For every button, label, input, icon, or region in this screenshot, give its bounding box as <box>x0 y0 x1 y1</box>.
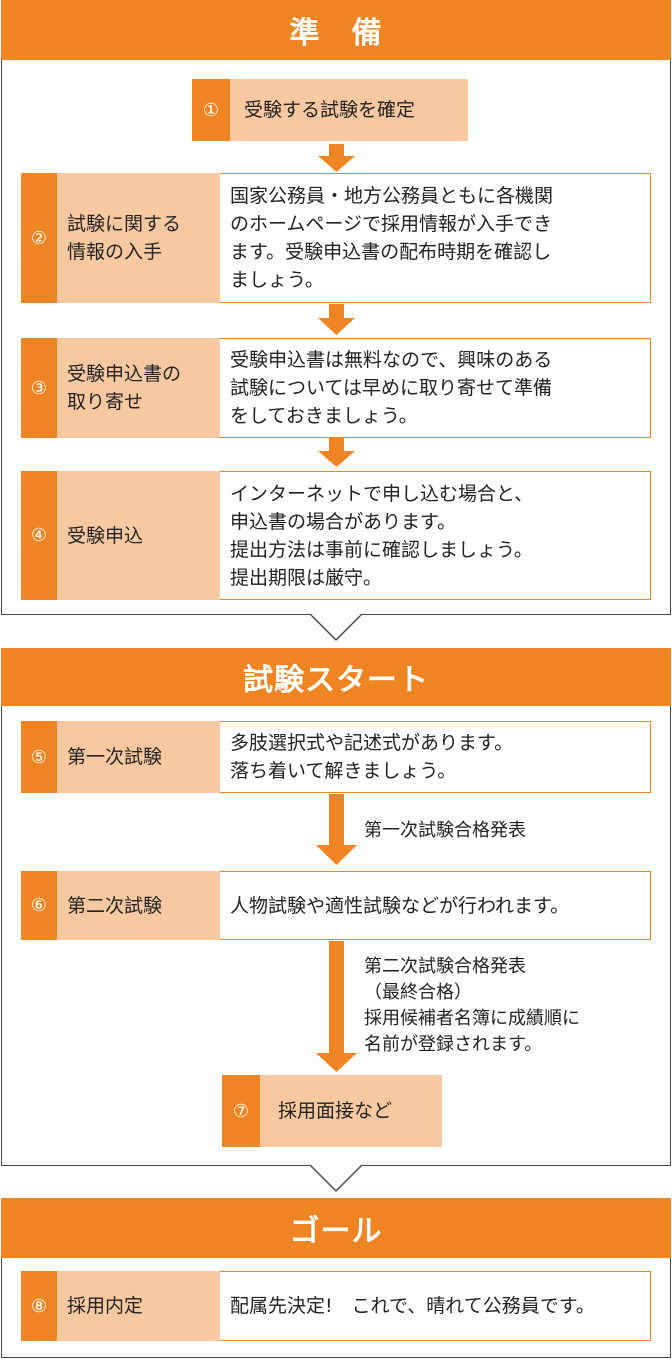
note-second-exam-result: 第二次試験合格発表 （最終合格） 採用候補者名簿に成績順に 名前が登録されます。 <box>364 956 580 1055</box>
step-2-description: 国家公務員・地方公務員ともに各機関 のホームページで採用情報が入手でき ます。受… <box>220 174 650 302</box>
step-4-description: インターネットで申し込む場合と、 申込書の場合があります。 提出方法は事前に確認… <box>220 472 650 599</box>
section-header-preparation: 準 備 <box>1 0 671 60</box>
section-chevron-2 <box>309 1164 363 1193</box>
step-6-label: 第二次試験 <box>57 871 220 940</box>
step-1-label: 受験する試験を確定 <box>230 79 468 141</box>
note-first-exam-result: 第一次試験合格発表 <box>364 820 526 841</box>
step-6-description: 人物試験や適性試験などが行われます。 <box>220 872 650 939</box>
arrow-down-icon <box>318 144 355 172</box>
step-8-number: ⑧ <box>21 1271 57 1341</box>
arrow-down-icon <box>318 438 355 467</box>
step-3-label: 受験申込書の 取り寄せ <box>57 338 220 438</box>
step-4-label: 受験申込 <box>57 471 220 600</box>
step-4-number: ④ <box>21 471 57 600</box>
step-2-label: 試験に関する 情報の入手 <box>57 173 220 303</box>
step-3-number: ③ <box>21 338 57 438</box>
step-5-number: ⑤ <box>21 721 57 793</box>
arrow-down-icon <box>316 794 357 865</box>
step-1-number: ① <box>192 79 230 141</box>
arrow-down-icon <box>318 304 355 335</box>
section-chevron-1 <box>309 613 363 642</box>
section-header-goal: ゴール <box>1 1198 671 1258</box>
step-3-description: 受験申込書は無料なので、興味のある 試験については早めに取り寄せて準備 をしてお… <box>220 339 650 437</box>
step-5-description: 多肢選択式や記述式があります。 落ち着いて解きましょう。 <box>220 722 650 792</box>
step-5-label: 第一次試験 <box>57 721 220 793</box>
step-7-number: ⑦ <box>222 1075 260 1147</box>
section-header-exam-start: 試験スタート <box>1 648 671 706</box>
step-2-number: ② <box>21 173 57 303</box>
step-7-label: 採用面接など <box>260 1075 442 1147</box>
step-8-description: 配属先決定! これで、晴れて公務員です。 <box>220 1272 650 1340</box>
step-8-label: 採用内定 <box>57 1271 220 1341</box>
step-6-number: ⑥ <box>21 871 57 940</box>
arrow-down-icon <box>316 941 357 1072</box>
